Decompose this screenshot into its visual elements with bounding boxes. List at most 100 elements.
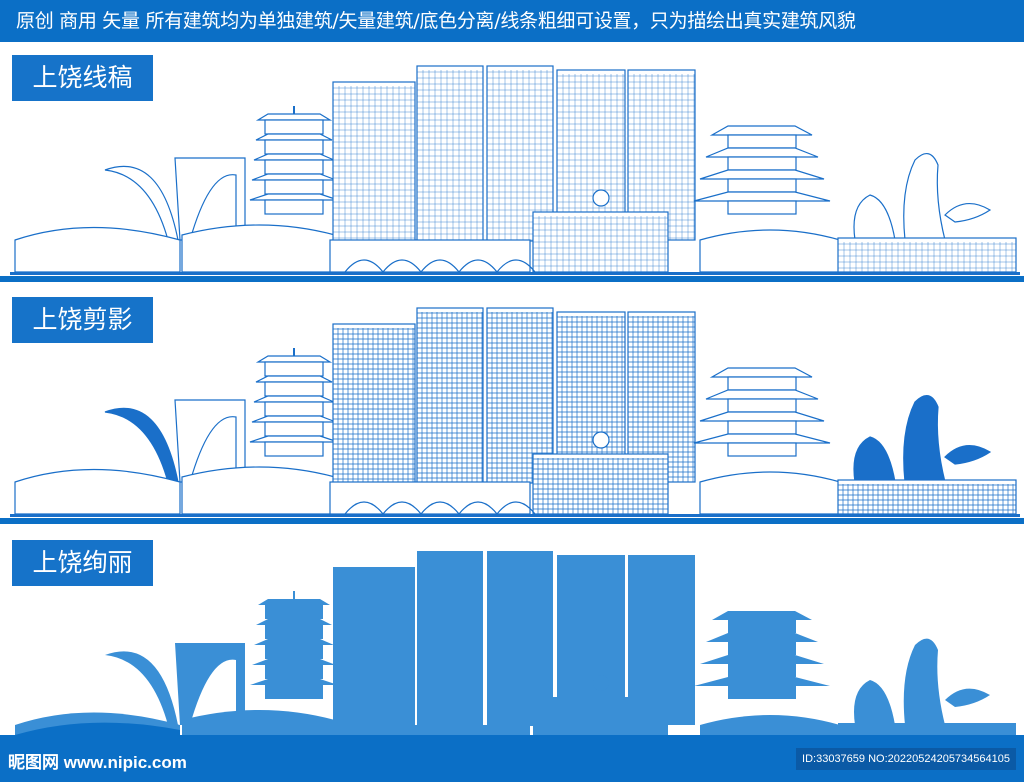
- rock-small: [853, 194, 896, 241]
- office-block-windows: [533, 458, 668, 514]
- pavilion-roof: [712, 611, 812, 620]
- pagoda-tier: [264, 401, 324, 417]
- pavilion-roof: [694, 677, 830, 686]
- pavilion-roof: [709, 367, 813, 378]
- tower-4: [556, 69, 626, 221]
- pagoda-tier: [264, 421, 324, 437]
- tower-4-windows: [557, 316, 625, 462]
- rock-peak: [903, 638, 945, 725]
- pagoda-tier: [265, 605, 323, 619]
- pavilion-roof: [699, 411, 825, 422]
- hall-right: [699, 229, 841, 273]
- skyline-outline: [0, 65, 1024, 282]
- pagoda-roof: [251, 415, 337, 423]
- bridge-arch: [496, 259, 536, 273]
- pagoda-roof: [250, 679, 338, 685]
- pavilion-roof: [699, 169, 825, 180]
- tower-3: [487, 551, 553, 726]
- ground-band: [0, 276, 1024, 282]
- skyline-line-silhouette: [0, 307, 1024, 524]
- pavilion-tier: [727, 420, 797, 435]
- tower-4-windows: [557, 74, 625, 220]
- pavilion-tier: [727, 376, 797, 391]
- rock-small: [853, 436, 896, 483]
- pine-tree: [945, 688, 990, 707]
- tower-4: [557, 555, 625, 705]
- pagoda-roof: [255, 355, 333, 363]
- pagoda-roof: [258, 599, 330, 605]
- pagoda-roof: [252, 659, 336, 665]
- clock-tower: [592, 189, 610, 207]
- pavilion-roof: [705, 147, 819, 158]
- tower-2-windows: [417, 70, 483, 241]
- ground-line: [10, 514, 1020, 517]
- bridge-deck: [329, 239, 531, 273]
- pavilion-tier: [727, 398, 797, 413]
- bridge-arch: [458, 259, 498, 273]
- pagoda-tier: [265, 645, 323, 659]
- section-label-outline: 上饶线稿: [12, 55, 153, 101]
- pagoda-tier: [264, 361, 324, 377]
- watermark-site: 昵图网 www.nipic.com: [8, 753, 187, 772]
- tower-3-windows: [487, 70, 553, 241]
- pavilion-tier: [727, 178, 797, 193]
- tower-5: [628, 555, 695, 725]
- pagoda-tier: [264, 159, 324, 175]
- clock-tower: [593, 675, 609, 691]
- section-label-line-silhouette: 上饶剪影: [12, 297, 153, 343]
- pagoda-roof: [255, 133, 333, 141]
- pavilion-tier: [727, 442, 797, 457]
- pagoda-roof: [253, 395, 335, 403]
- bridge-arch: [344, 259, 384, 273]
- bridge-arch: [382, 259, 422, 273]
- pavilion-roof: [709, 125, 813, 136]
- office-block-windows: [533, 216, 668, 272]
- stadium-center: [181, 224, 336, 273]
- stadium-left: [14, 468, 181, 515]
- pagoda-tier: [265, 625, 323, 639]
- pavilion-tier: [727, 156, 797, 171]
- bridge-arch: [420, 259, 460, 273]
- pagoda-roof: [255, 113, 333, 121]
- pine-tree: [944, 203, 992, 223]
- pagoda-tier: [264, 381, 324, 397]
- museum-right-windows: [838, 242, 1016, 272]
- bridge-arch: [496, 501, 536, 515]
- tower-1-windows: [333, 328, 415, 484]
- curved-sculpture: [105, 651, 178, 725]
- bridge-arch: [382, 501, 422, 515]
- museum-right: [837, 237, 1017, 273]
- bridge-arch: [458, 501, 498, 515]
- pavilion-roof: [700, 655, 824, 664]
- pavilion-roof: [693, 433, 831, 444]
- pagoda-roof: [249, 435, 339, 443]
- rock-peak: [903, 395, 946, 483]
- bridge-deck: [329, 481, 531, 515]
- skyline-solid: [0, 551, 1024, 782]
- tower-1: [333, 567, 415, 727]
- pagoda-tier: [264, 441, 324, 457]
- ground-band: [0, 518, 1024, 524]
- pagoda-tier: [265, 685, 323, 699]
- pagoda-roof: [254, 639, 334, 645]
- tower-2-windows: [417, 312, 483, 483]
- pagoda-tier: [264, 119, 324, 135]
- pavilion-tier: [727, 134, 797, 149]
- bridge-arch: [420, 501, 460, 515]
- pagoda-roof: [251, 173, 337, 181]
- tower-2: [416, 65, 484, 242]
- rock-peak: [903, 153, 946, 241]
- stadium-left: [14, 226, 181, 273]
- pavilion-roof: [693, 191, 831, 202]
- pavilion-tier: [728, 642, 796, 655]
- pine-tree: [944, 445, 992, 465]
- tower-2: [417, 551, 483, 726]
- pavilion-tier: [727, 200, 797, 215]
- pagoda-tier: [264, 199, 324, 215]
- museum-right-windows: [838, 484, 1016, 514]
- header-banner: 原创 商用 矢量 所有建筑均为单独建筑/矢量建筑/底色分离/线条粗细可设置，只为…: [0, 0, 1024, 42]
- ground-line: [10, 272, 1020, 275]
- bridge-arch: [344, 501, 384, 515]
- gate-arch: [175, 643, 245, 725]
- hall-right: [699, 471, 841, 515]
